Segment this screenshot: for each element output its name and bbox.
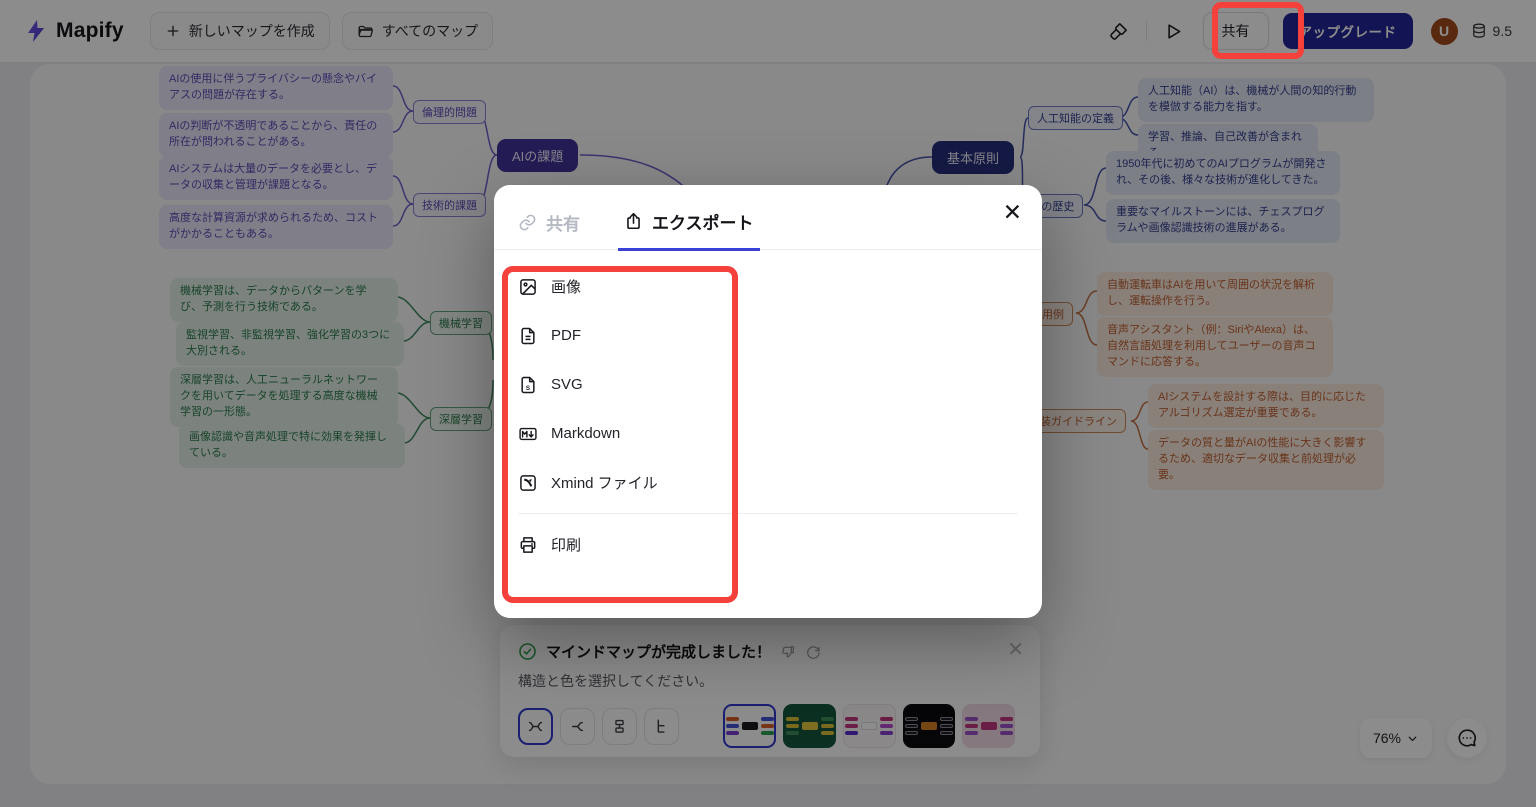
map-node[interactable]: 機械学習は、データからパターンを学び、予測を行う技術である。 bbox=[170, 278, 398, 322]
map-node[interactable]: AIの判断が不透明であることから、責任の所在が問われることがある。 bbox=[159, 113, 393, 157]
export-list-divider bbox=[518, 513, 1018, 514]
header-divider bbox=[1145, 21, 1147, 41]
map-node[interactable]: 自動運転車はAIを用いて周囲の状況を解析し、運転操作を行う。 bbox=[1097, 272, 1333, 316]
toast-title: マインドマップが完成しました！ bbox=[546, 644, 772, 661]
regenerate-icon[interactable] bbox=[805, 644, 821, 660]
toast-subtitle: 構造と色を選択してください。 bbox=[518, 673, 714, 689]
modal-close-icon[interactable]: ✕ bbox=[1002, 199, 1022, 225]
feedback-chat-button[interactable] bbox=[1447, 718, 1487, 758]
folder-icon bbox=[357, 23, 374, 40]
map-node[interactable]: データの質と量がAIの性能に大きく影響するため、適切なデータ収集と前処理が必要。 bbox=[1148, 430, 1384, 490]
style-brush-icon[interactable] bbox=[1102, 14, 1136, 48]
export-option-label: PDF bbox=[551, 327, 581, 344]
chat-bubble-icon bbox=[1456, 727, 1478, 749]
map-branch[interactable]: 倫理的問題 bbox=[413, 100, 486, 124]
tab-export[interactable]: エクスポート bbox=[618, 209, 760, 251]
share-button-label: 共有 bbox=[1221, 23, 1250, 39]
map-root-node[interactable]: 基本原則 bbox=[932, 141, 1015, 174]
theme-light-colorful[interactable] bbox=[723, 704, 777, 748]
user-avatar[interactable]: U bbox=[1430, 17, 1458, 45]
export-options-list: 画像 PDF S SVG Markdown Xmind ファイル 印刷 bbox=[494, 250, 1042, 569]
map-node[interactable]: 高度な計算資源が求められるため、コストがかかることもある。 bbox=[159, 205, 393, 249]
export-option-xmind[interactable]: Xmind ファイル bbox=[518, 458, 1018, 507]
export-option-label: Xmind ファイル bbox=[551, 475, 658, 492]
export-option-label: SVG bbox=[551, 376, 583, 393]
new-map-label: 新しいマップを作成 bbox=[188, 23, 315, 39]
top-header: Mapify 新しいマップを作成 すべてのマップ 共有 アップグレード U 9 bbox=[0, 0, 1536, 62]
mapify-logo[interactable]: Mapify bbox=[24, 19, 124, 43]
map-branch[interactable]: 人工知能の定義 bbox=[1028, 106, 1123, 130]
structure-org-chart-button[interactable] bbox=[601, 707, 637, 745]
export-option-label: 印刷 bbox=[551, 537, 582, 554]
credits-value: 9.5 bbox=[1492, 23, 1512, 39]
tab-share-label: 共有 bbox=[546, 214, 580, 234]
map-node[interactable]: 音声アシスタント（例：SiriやAlexa）は、自然言語処理を利用してユーザーの… bbox=[1097, 317, 1333, 377]
map-node[interactable]: 人工知能（AI）は、機械が人間の知的行動を模倣する能力を指す。 bbox=[1138, 78, 1374, 122]
export-option-label: 画像 bbox=[551, 279, 582, 296]
xmind-icon bbox=[518, 473, 538, 493]
link-icon bbox=[518, 213, 537, 232]
plus-icon bbox=[165, 23, 181, 39]
all-maps-button[interactable]: すべてのマップ bbox=[341, 12, 494, 50]
pdf-file-icon bbox=[518, 326, 538, 346]
map-node[interactable]: 画像認識や音声処理で特に効果を発揮している。 bbox=[179, 424, 405, 468]
tab-export-label: エクスポート bbox=[652, 214, 754, 233]
structure-right-side-button[interactable] bbox=[560, 707, 595, 745]
share-export-modal: ✕ 共有 エクスポート 画像 PDF S SVG bbox=[494, 185, 1042, 618]
markdown-icon bbox=[518, 424, 538, 444]
all-maps-label: すべてのマップ bbox=[381, 23, 479, 39]
check-circle-icon bbox=[518, 642, 537, 661]
theme-black-orange[interactable] bbox=[902, 704, 956, 748]
upgrade-label: アップグレード bbox=[1298, 25, 1397, 40]
structure-both-sides-button[interactable] bbox=[518, 707, 554, 745]
map-branch[interactable]: 深層学習 bbox=[430, 407, 492, 431]
map-node[interactable]: 深層学習は、人工ニューラルネットワークを用いてデータを処理する高度な機械学習の一… bbox=[170, 367, 398, 427]
map-node[interactable]: 重要なマイルストーンには、チェスプログラムや画像認識技術の進展がある。 bbox=[1106, 199, 1340, 243]
map-node[interactable]: AIシステムは大量のデータを必要とし、データの収集と管理が課題となる。 bbox=[159, 156, 393, 200]
map-node[interactable]: AIシステムを設計する際は、目的に応じたアルゴリズム選定が重要である。 bbox=[1148, 384, 1384, 428]
toast-close-icon[interactable]: ✕ bbox=[1007, 639, 1024, 661]
thumbs-down-icon[interactable] bbox=[780, 644, 796, 660]
credits-indicator[interactable]: 9.5 bbox=[1470, 22, 1512, 40]
export-option-image[interactable]: 画像 bbox=[518, 262, 1018, 311]
avatar-initial: U bbox=[1438, 23, 1450, 39]
lightning-bolt-icon bbox=[24, 19, 48, 43]
export-icon bbox=[624, 212, 643, 231]
new-map-button[interactable]: 新しいマップを作成 bbox=[149, 12, 330, 50]
zoom-level-dropdown[interactable]: 76% bbox=[1360, 718, 1432, 758]
tab-share[interactable]: 共有 bbox=[518, 209, 580, 249]
credits-coins-icon bbox=[1470, 22, 1488, 40]
zoom-level-value: 76% bbox=[1372, 730, 1402, 746]
present-play-icon[interactable] bbox=[1157, 14, 1191, 48]
logo-text: Mapify bbox=[56, 19, 124, 42]
export-option-label: Markdown bbox=[551, 425, 621, 442]
theme-light-pink-purple[interactable] bbox=[842, 704, 896, 748]
map-root-node[interactable]: AIの課題 bbox=[497, 139, 579, 172]
export-option-pdf[interactable]: PDF bbox=[518, 311, 1018, 360]
chevron-down-icon bbox=[1406, 732, 1419, 745]
svg-text:S: S bbox=[526, 385, 530, 392]
map-node[interactable]: 1950年代に初めてのAIプログラムが開発され、その後、様々な技術が進化してきた… bbox=[1106, 151, 1340, 195]
modal-tabs: 共有 エクスポート bbox=[494, 185, 1042, 251]
export-option-svg[interactable]: S SVG bbox=[518, 360, 1018, 409]
upgrade-button[interactable]: アップグレード bbox=[1282, 13, 1413, 49]
theme-pink[interactable] bbox=[962, 704, 1015, 748]
map-node[interactable]: 監視学習、非監視学習、強化学習の3つに大別される。 bbox=[176, 322, 404, 366]
image-icon bbox=[518, 277, 538, 297]
map-node[interactable]: AIの使用に伴うプライバシーの懸念やバイアスの問題が存在する。 bbox=[159, 66, 393, 110]
svg-file-icon: S bbox=[518, 375, 538, 395]
printer-icon bbox=[518, 535, 538, 555]
export-option-markdown[interactable]: Markdown bbox=[518, 409, 1018, 458]
map-branch[interactable]: 機械学習 bbox=[430, 311, 492, 335]
structure-tree-button[interactable] bbox=[643, 707, 679, 745]
theme-dark-green[interactable] bbox=[783, 704, 836, 748]
completion-toast: マインドマップが完成しました！ ✕ 構造と色を選択してください。 bbox=[500, 625, 1040, 757]
export-option-print[interactable]: 印刷 bbox=[518, 520, 1018, 569]
map-branch[interactable]: 技術的課題 bbox=[413, 193, 486, 217]
